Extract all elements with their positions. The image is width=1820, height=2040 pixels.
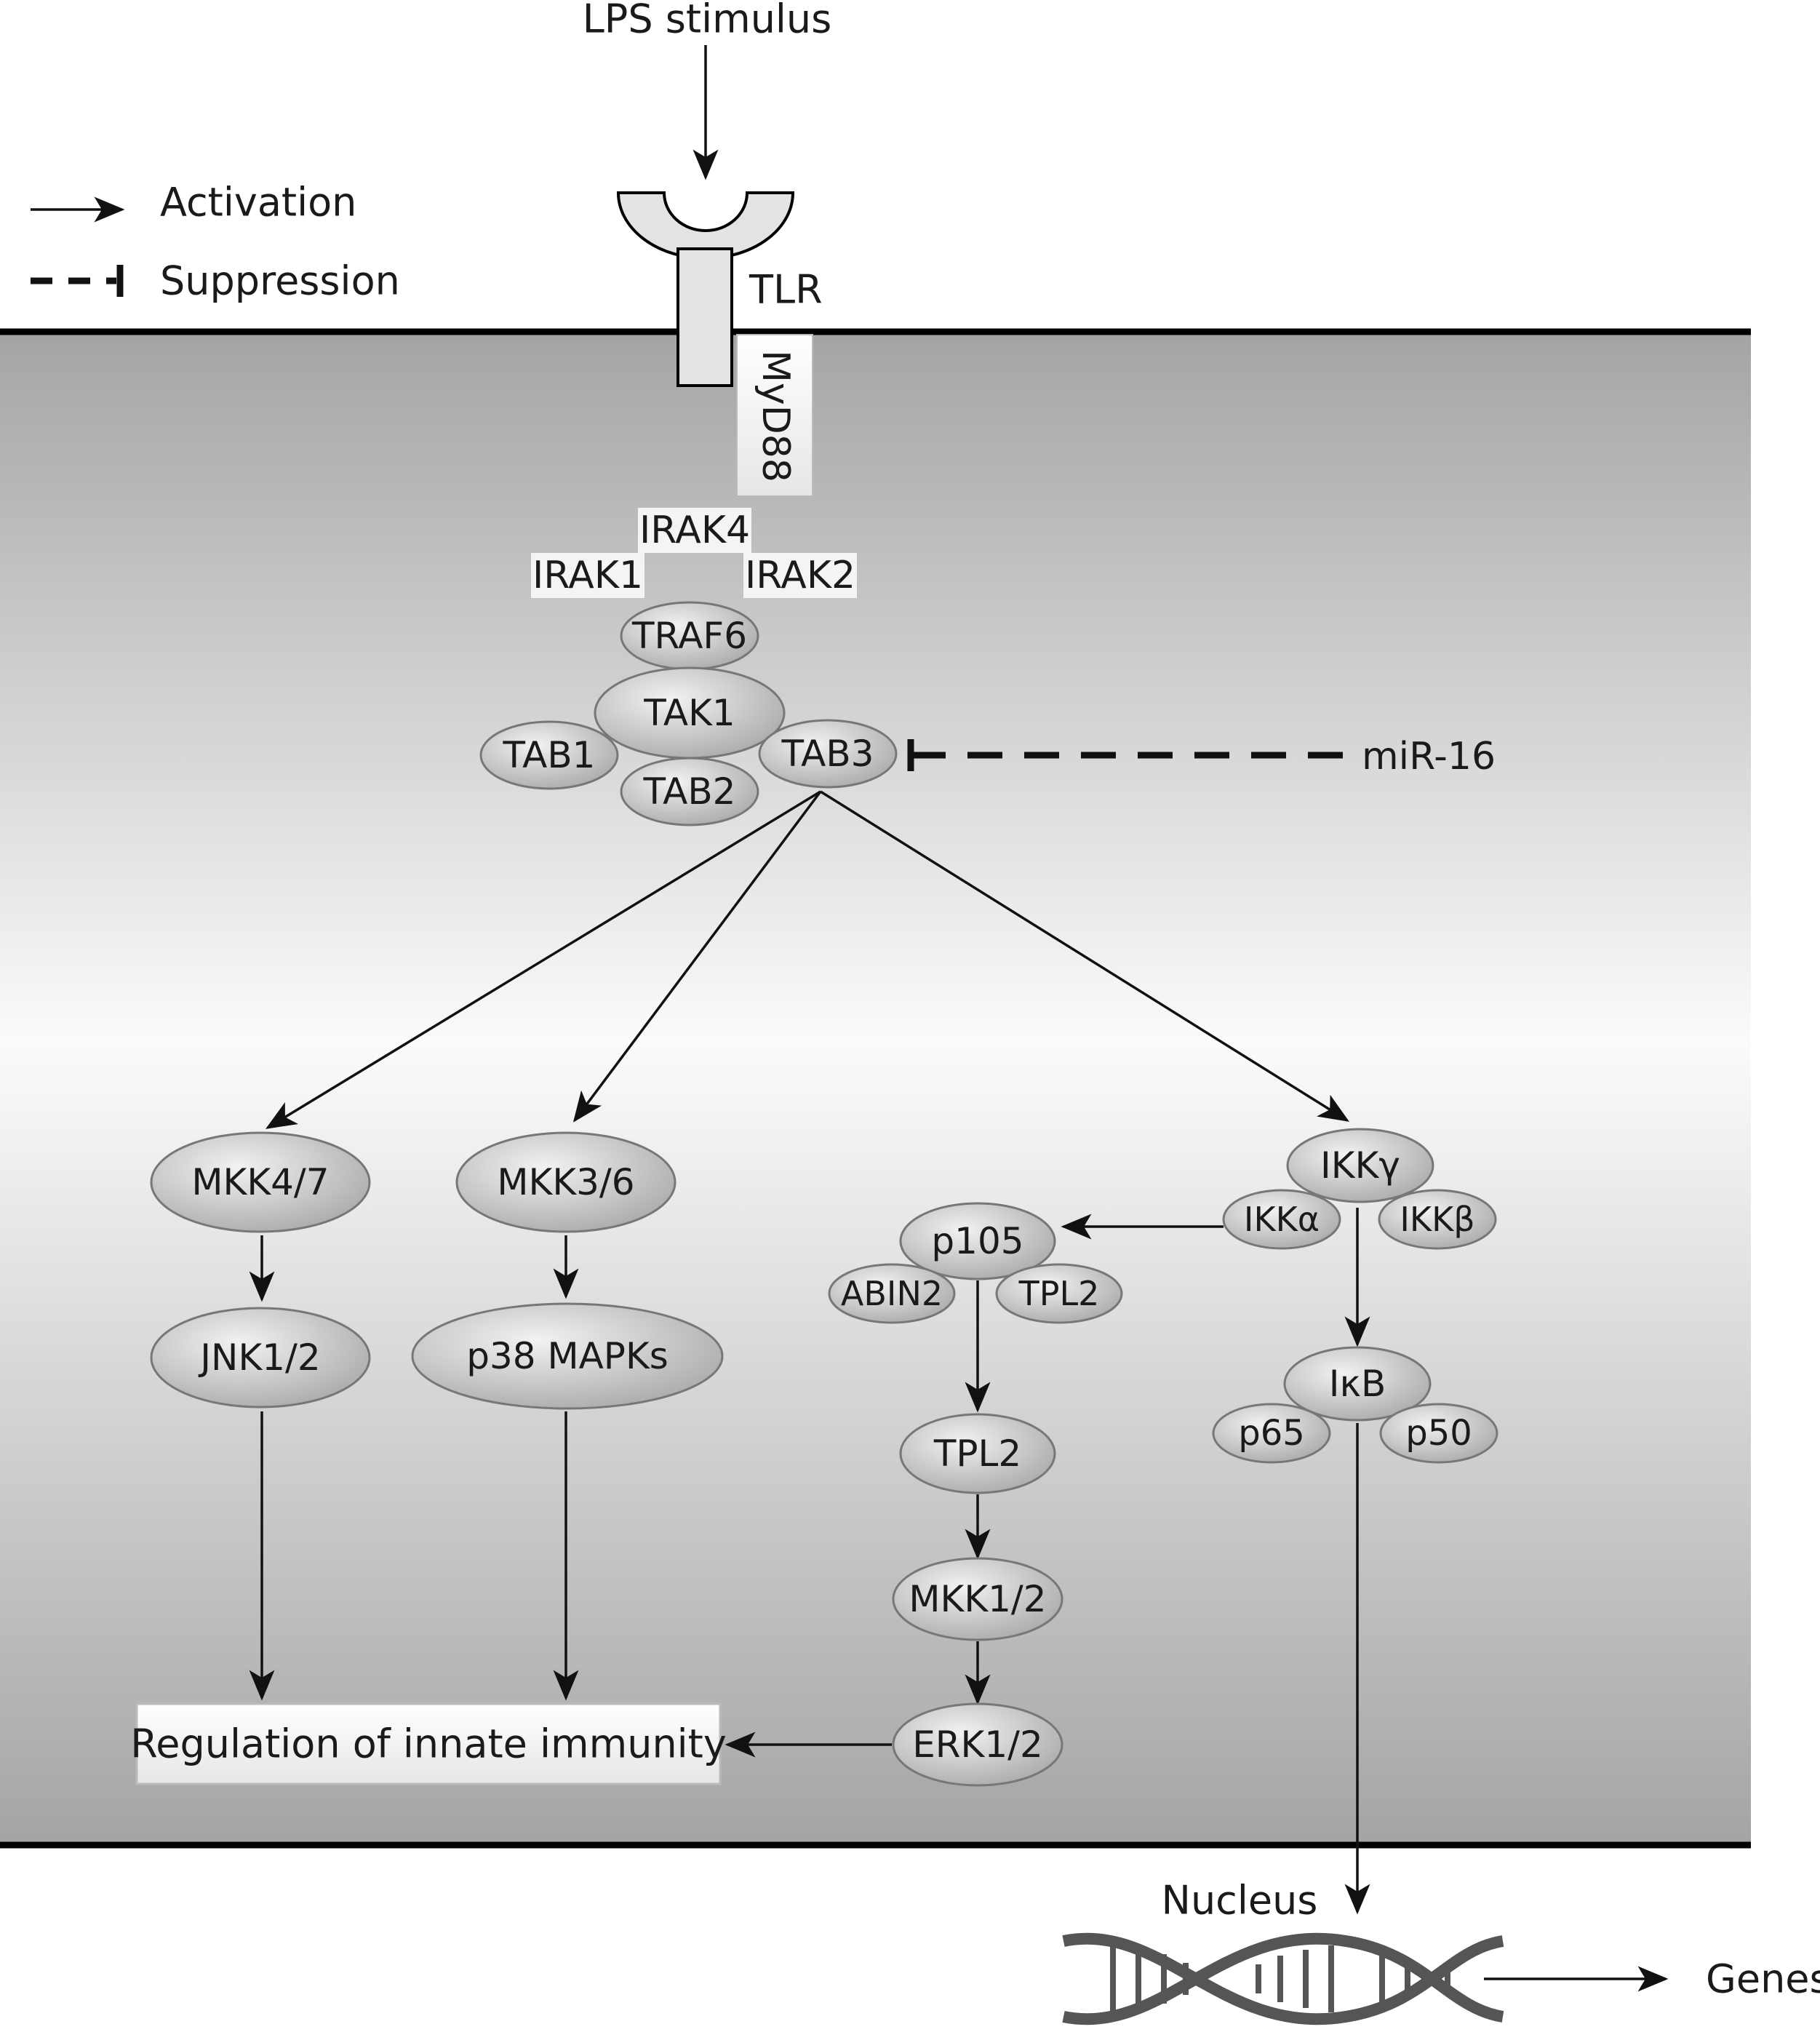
tpl2-complex-label: TPL2 [1018,1274,1100,1313]
tpl2-node: TPL2 [899,1413,1056,1494]
myd88-box [736,334,813,497]
tab3-to-mkk47-arrow [266,790,821,1129]
outcome-label: Regulation of innate immunity [130,1721,727,1767]
abin2-node: ABIN2 [828,1263,956,1324]
activation-legend-label: Activation [160,180,356,226]
tab3-to-mkk36-arrow [572,790,822,1123]
tak1-label: TAK1 [643,692,735,734]
erk-node: ERK1/2 [892,1702,1063,1787]
tab1-node: TAB1 [479,720,619,790]
myd88-label: MyD88 [754,350,797,482]
mir16-label: miR-16 [1362,735,1496,778]
tlr-cup [616,191,795,260]
traf6-node: TRAF6 [620,601,759,671]
suppression-legend-label: Suppression [160,258,400,304]
irak2-label: IRAK2 [745,554,855,597]
tpl2-complex-node: TPL2 [995,1263,1123,1324]
jnk-label: JNK1/2 [198,1336,320,1379]
dna-helix-icon [1062,1932,1504,2025]
irak4-box [638,508,751,553]
tab3-node: TAB3 [758,719,898,789]
tpl2-label: TPL2 [933,1433,1021,1475]
p65-node: p65 [1212,1403,1331,1464]
mkk36-label: MKK3/6 [497,1161,634,1203]
mkk36-node: MKK3/6 [455,1131,676,1233]
lps-stimulus-label: LPS stimulus [583,0,832,42]
irak1-box [531,553,644,598]
tab2-node: TAB2 [620,757,759,826]
ikb-node: IκB [1283,1346,1432,1422]
p65-label: p65 [1238,1413,1305,1454]
irak2-box [743,553,857,598]
mkk47-node: MKK4/7 [150,1131,371,1233]
mkk47-label: MKK4/7 [191,1161,329,1203]
p50-node: p50 [1379,1403,1498,1464]
tlr-stem [676,247,733,387]
ikkb-label: IKKβ [1400,1200,1474,1239]
tlr-label: TLR [749,267,823,313]
ikka-node: IKKα [1222,1189,1341,1250]
erk-label: ERK1/2 [912,1724,1043,1766]
p38-node: p38 MAPKs [411,1302,724,1410]
jnk-node: JNK1/2 [150,1307,371,1409]
traf6-label: TRAF6 [631,615,747,657]
tak1-node: TAK1 [594,666,786,760]
tab1-label: TAB1 [503,734,596,776]
mkk12-label: MKK1/2 [909,1578,1046,1620]
ikb-label: IκB [1329,1363,1386,1405]
irak4-label: IRAK4 [639,509,750,552]
ikkg-label: IKKγ [1320,1144,1400,1187]
legend: Activation Suppression [31,180,400,304]
p105-node: p105 [899,1202,1056,1280]
mkk12-node: MKK1/2 [892,1557,1063,1641]
irak1-label: IRAK1 [532,554,643,597]
genes-label: Genes [1706,1956,1820,2002]
tab3-to-ikk-arrow [820,790,1349,1122]
ikka-label: IKKα [1244,1200,1320,1239]
outcome-box [135,1702,722,1785]
cytoplasm-band [0,332,1751,1845]
p38-label: p38 MAPKs [466,1335,668,1377]
p50-label: p50 [1405,1413,1472,1454]
tab3-label: TAB3 [781,733,874,775]
nucleus-label: Nucleus [1162,1878,1318,1924]
ikkb-node: IKKβ [1378,1189,1497,1250]
tab2-label: TAB2 [643,770,736,813]
p105-label: p105 [931,1220,1023,1262]
ikkg-node: IKKγ [1286,1128,1434,1203]
tlr-receptor [616,191,795,387]
abin2-label: ABIN2 [841,1274,943,1313]
